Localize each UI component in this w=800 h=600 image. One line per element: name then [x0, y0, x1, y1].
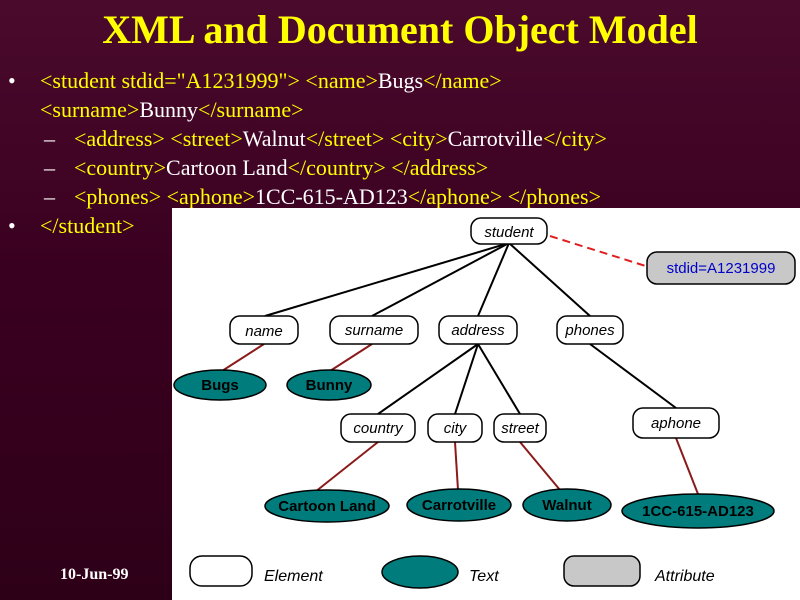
label-carrotville: Carrotville — [422, 497, 496, 514]
legend-text-label: Text — [469, 568, 499, 585]
text-node-carrotville — [406, 488, 512, 522]
bullet-tag: <surname> — [40, 97, 140, 122]
label-student: student — [484, 224, 534, 241]
label-name: name — [245, 323, 283, 340]
bullet-tag: </student> — [40, 213, 135, 238]
label-city: city — [444, 420, 468, 437]
edge-student-address — [477, 242, 510, 317]
edge-student-name — [264, 242, 510, 317]
label-surname: surname — [345, 322, 403, 339]
legend-attribute-swatch — [563, 555, 641, 587]
label-phones: phones — [564, 322, 615, 339]
node-student — [470, 217, 548, 245]
label-bugs: Bugs — [201, 377, 239, 394]
label-walnut: Walnut — [542, 497, 591, 514]
node-surname — [329, 315, 419, 345]
edge-address-country — [377, 343, 479, 415]
legend-attribute-label: Attribute — [654, 568, 715, 585]
bullet-tag: </surname> — [198, 97, 304, 122]
bullet-line-2: • </student> — [8, 211, 134, 240]
edge-country-text — [314, 441, 379, 493]
bullet-marker: • — [8, 213, 16, 238]
bullet-value: Bunny — [139, 97, 199, 122]
label-aphone: aphone — [651, 415, 701, 432]
node-aphone — [632, 407, 720, 439]
edge-address-city — [454, 343, 479, 415]
label-bunny: Bunny — [306, 377, 353, 394]
node-city — [427, 413, 483, 443]
bullet-tag: <phones> <aphone> — [74, 184, 255, 209]
edge-student-surname — [371, 242, 510, 317]
sub-bullet-marker: – — [44, 155, 55, 180]
edge-surname-bunny — [329, 343, 373, 372]
attribute-node-stdid — [646, 251, 796, 285]
text-node-bunny — [286, 369, 372, 401]
bullet-value: Cartoon Land — [166, 155, 288, 180]
slide-title: XML and Document Object Model — [102, 7, 698, 52]
text-node-walnut — [522, 488, 612, 522]
bullet-value: Carrotville — [447, 126, 543, 151]
bullet-marker: • — [8, 68, 16, 93]
label-address: address — [451, 322, 505, 339]
bullet-tag: </street> <city> — [305, 126, 448, 151]
bullet-tag: </aphone> </phones> — [407, 184, 601, 209]
sub-bullet-3: – <phones> <aphone>1CC-615-AD123</aphone… — [44, 182, 601, 211]
node-address — [438, 315, 518, 345]
node-phones — [556, 315, 624, 345]
bullet-line-1-cont: <surname>Bunny</surname> — [40, 95, 304, 124]
element-edges — [264, 242, 677, 415]
bullet-tag: <student stdid="A1231999"> <name> — [40, 68, 378, 93]
legend-text-swatch — [381, 555, 459, 589]
sub-bullet-1: – <address> <street>Walnut</street> <cit… — [44, 124, 607, 153]
legend-element-swatch — [189, 555, 253, 587]
label-street: street — [501, 420, 539, 437]
text-node-cartoon-land — [264, 489, 390, 523]
bullet-tag: </country> </address> — [287, 155, 489, 180]
bullet-value: 1CC-615-AD123 — [254, 184, 408, 209]
edge-name-bugs — [221, 343, 265, 372]
edge-city-text — [454, 441, 459, 491]
node-name — [229, 315, 299, 345]
bullet-value: Bugs — [377, 68, 424, 93]
bullet-tag: <address> <street> — [74, 126, 243, 151]
label-phone: 1CC-615-AD123 — [642, 503, 754, 520]
edge-street-text — [519, 441, 561, 491]
legend-element-label: Element — [264, 568, 323, 585]
attribute-link — [549, 235, 653, 269]
edge-address-street — [477, 343, 521, 415]
slide-date: 10-Jun-99 — [60, 566, 129, 583]
bullet-line-1: • <student stdid="A1231999"> <name>Bugs<… — [8, 66, 502, 95]
label-cartoon-land: Cartoon Land — [278, 498, 376, 515]
label-attribute: stdid=A1231999 — [667, 260, 776, 277]
bullet-tag: <country> — [74, 155, 167, 180]
sub-bullet-2: – <country>Cartoon Land</country> </addr… — [44, 153, 488, 182]
node-country — [340, 413, 416, 443]
text-node-phone — [621, 493, 775, 529]
bullet-tag: </city> — [542, 126, 607, 151]
text-edges — [221, 343, 699, 495]
bullet-tag: </name> — [423, 68, 502, 93]
bullet-value: Walnut — [242, 126, 306, 151]
sub-bullet-marker: – — [44, 126, 55, 151]
edge-phones-aphone — [589, 343, 677, 409]
label-country: country — [353, 420, 404, 437]
sub-bullet-marker: – — [44, 184, 55, 209]
text-node-bugs — [173, 369, 267, 401]
edge-student-phones — [508, 242, 591, 317]
edge-aphone-text — [675, 437, 699, 495]
node-street — [493, 413, 547, 443]
